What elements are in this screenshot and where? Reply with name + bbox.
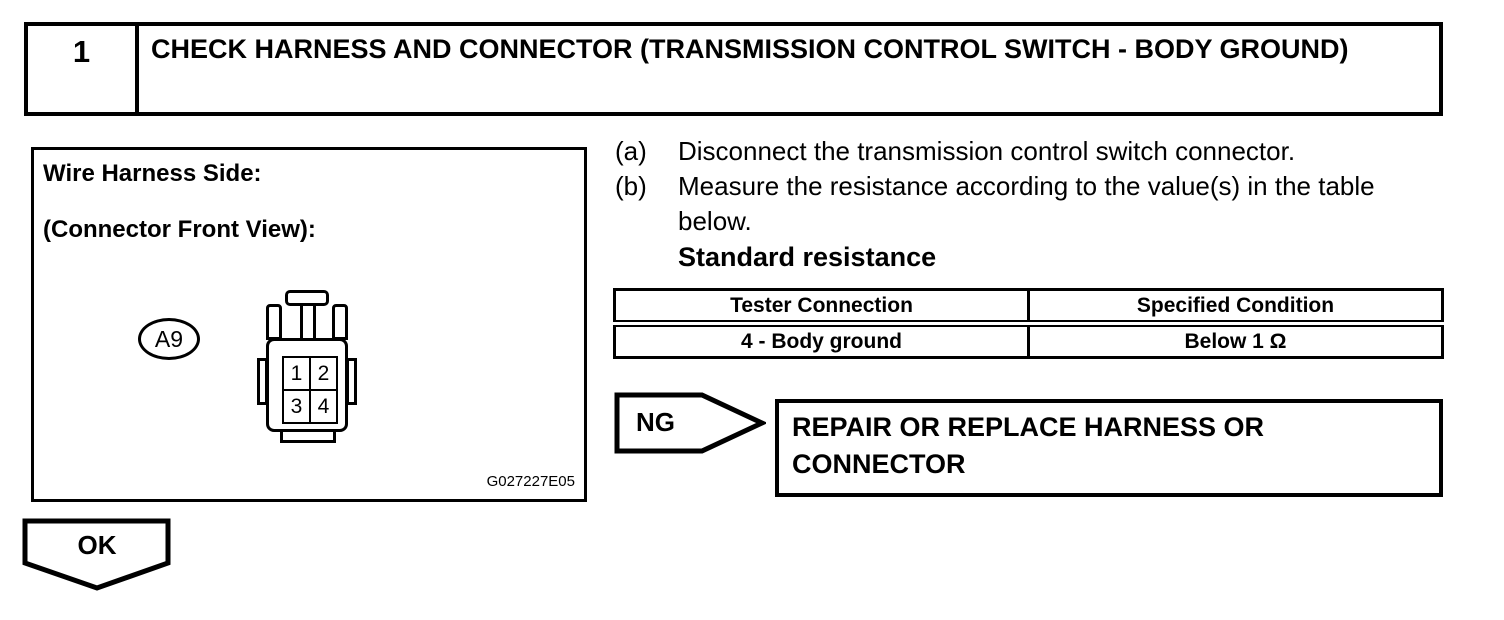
instruction-b-label: (b) [615, 171, 647, 201]
instruction-a: (a) Disconnect the transmission control … [615, 134, 1440, 169]
instruction-b-text: Measure the resistance according to the … [678, 171, 1375, 236]
standard-resistance-heading: Standard resistance [678, 242, 937, 272]
connector-figure-box: Wire Harness Side: (Connector Front View… [31, 147, 587, 502]
pin-2: 2 [309, 356, 338, 391]
figure-label-connector-front-view: (Connector Front View): [43, 216, 316, 243]
header-specified-condition: Specified Condition [1027, 288, 1444, 327]
connector-prong-right [332, 304, 348, 340]
step-title: CHECK HARNESS AND CONNECTOR (TRANSMISSIO… [151, 34, 1349, 64]
resistance-table-header-row: Tester Connection Specified Condition [613, 288, 1444, 327]
ok-arrow: OK [22, 518, 172, 592]
connector-body: 1 2 3 4 [266, 338, 348, 432]
cell-tester-connection: 4 - Body ground [613, 322, 1030, 359]
figure-reference-code: G027227E05 [486, 473, 575, 490]
connector-pin-grid: 1 2 3 4 [282, 356, 338, 424]
ng-label: NG [636, 407, 675, 437]
pin-3: 3 [282, 389, 311, 424]
pin-4: 4 [309, 389, 338, 424]
ng-arrow: NG [614, 392, 766, 454]
cell-specified-condition: Below 1 Ω [1027, 322, 1444, 359]
figure-label-wire-harness-side: Wire Harness Side: [43, 160, 262, 187]
connector-diagram: 1 2 3 4 [257, 288, 362, 446]
ng-arrow-shape [614, 392, 766, 454]
instruction-a-label: (a) [615, 136, 647, 166]
connector-lock-tab [285, 290, 329, 306]
instruction-a-text: Disconnect the transmission control swit… [678, 136, 1296, 166]
pin-1: 1 [282, 356, 311, 391]
table-row: 4 - Body ground Below 1 Ω [613, 322, 1444, 359]
instruction-b: (b) Measure the resistance according to … [615, 169, 1440, 239]
step-header: 1 CHECK HARNESS AND CONNECTOR (TRANSMISS… [24, 22, 1443, 116]
ok-label: OK [77, 530, 117, 560]
ok-arrow-shape [22, 518, 171, 591]
ng-action-box: REPAIR OR REPLACE HARNESS OR CONNECTOR [775, 399, 1443, 497]
connector-prong-left [266, 304, 282, 340]
resistance-table: Tester Connection Specified Condition 4 … [613, 288, 1444, 359]
step-number: 1 [28, 26, 139, 112]
header-tester-connection: Tester Connection [613, 288, 1030, 327]
connector-id-badge: A9 [138, 318, 200, 360]
